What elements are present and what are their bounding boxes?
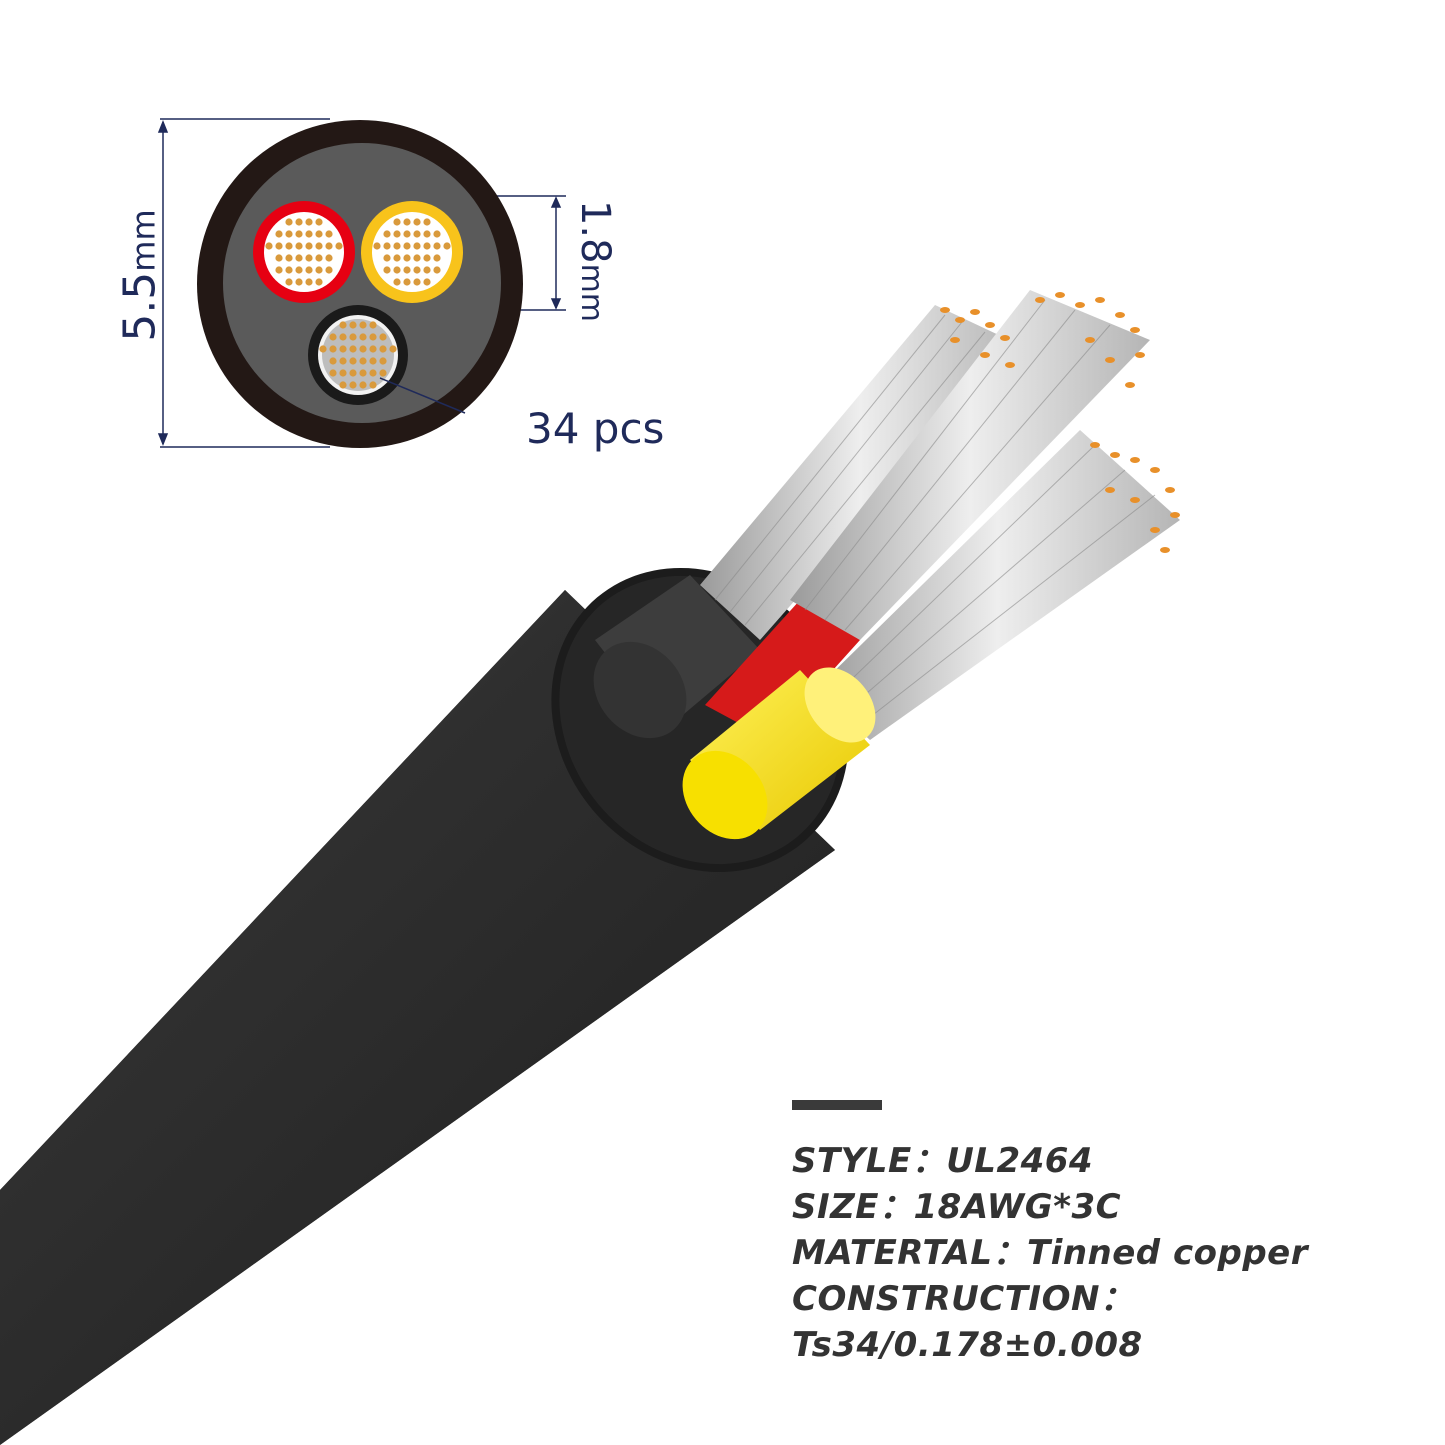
spec-divider — [792, 1100, 882, 1110]
spec-style: STYLE：UL2464 — [792, 1141, 1094, 1181]
black-core — [593, 575, 760, 739]
yellow-core — [682, 667, 876, 840]
copper-strand-ends — [940, 292, 1180, 553]
conductor-size-label: 1.8mm — [572, 199, 618, 323]
strand-count-label: 34 pcs — [526, 404, 665, 453]
spec-size: SIZE：18AWG*3C — [792, 1187, 1122, 1227]
spec-construction-value: Ts34/0.178±0.008 — [792, 1325, 1143, 1365]
strand-dots — [265, 218, 451, 389]
wire-bundle-1 — [700, 305, 1020, 640]
spec-construction-label: CONSTRUCTION： — [792, 1279, 1135, 1319]
red-core — [705, 600, 860, 740]
diameter-dimension-line — [157, 118, 330, 448]
wire-bundle-3 — [815, 430, 1180, 740]
strand-count-leader — [379, 377, 466, 414]
diameter-label: 5.5mm — [114, 209, 166, 342]
spec-block: STYLE：UL2464 SIZE：18AWG*3C MATERTAL：Tinn… — [792, 1100, 1308, 1368]
spec-material: MATERTAL：Tinned copper — [792, 1233, 1309, 1273]
